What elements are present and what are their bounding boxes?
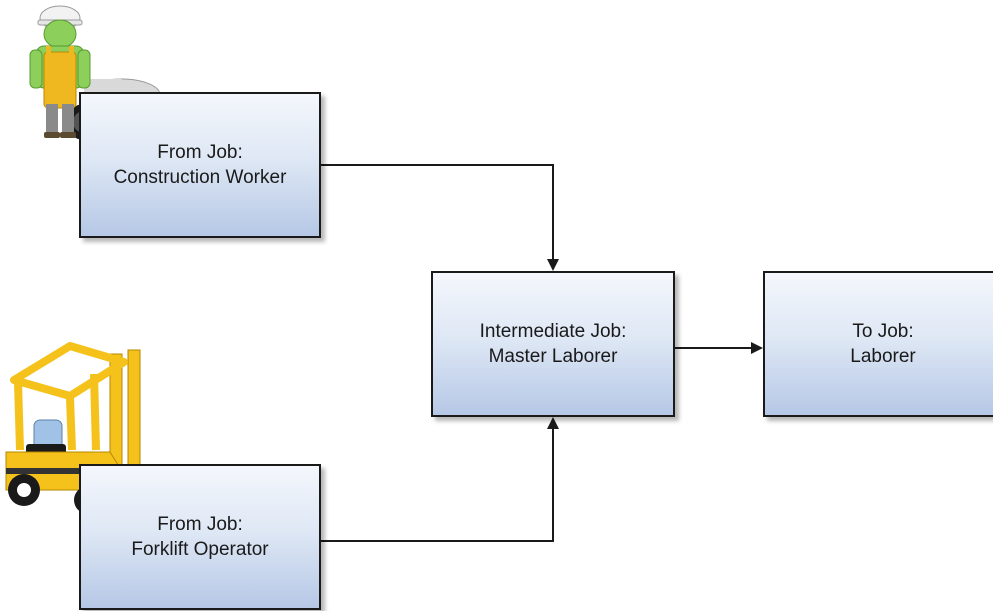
node-label-line2: Forklift Operator — [131, 539, 269, 560]
to-job-laborer-node: To Job: Laborer — [763, 271, 993, 417]
connector-forklift-to-intermediate — [321, 417, 559, 542]
node-label: Intermediate Job: Master Laborer — [480, 319, 627, 369]
node-label-line2: Construction Worker — [113, 167, 287, 188]
forklift-icon — [5, 342, 168, 514]
connector-construction-to-intermediate — [321, 164, 559, 271]
node-label: From Job: Construction Worker — [114, 140, 287, 190]
node-label-line1: From Job: — [157, 142, 243, 163]
from-job-forklift-operator-node: From Job: Forklift Operator — [79, 464, 321, 610]
node-label-line1: To Job: — [852, 321, 914, 342]
from-job-construction-worker-node: From Job: Construction Worker — [79, 92, 321, 238]
node-label: From Job: Forklift Operator — [131, 512, 268, 562]
node-label-line2: Master Laborer — [488, 346, 618, 367]
node-label-line1: Intermediate Job: — [479, 321, 627, 342]
node-label-line1: From Job: — [157, 514, 243, 535]
node-label-line2: Laborer — [850, 346, 916, 367]
node-label: To Job: Laborer — [850, 319, 916, 369]
intermediate-job-master-laborer-node: Intermediate Job: Master Laborer — [431, 271, 675, 417]
